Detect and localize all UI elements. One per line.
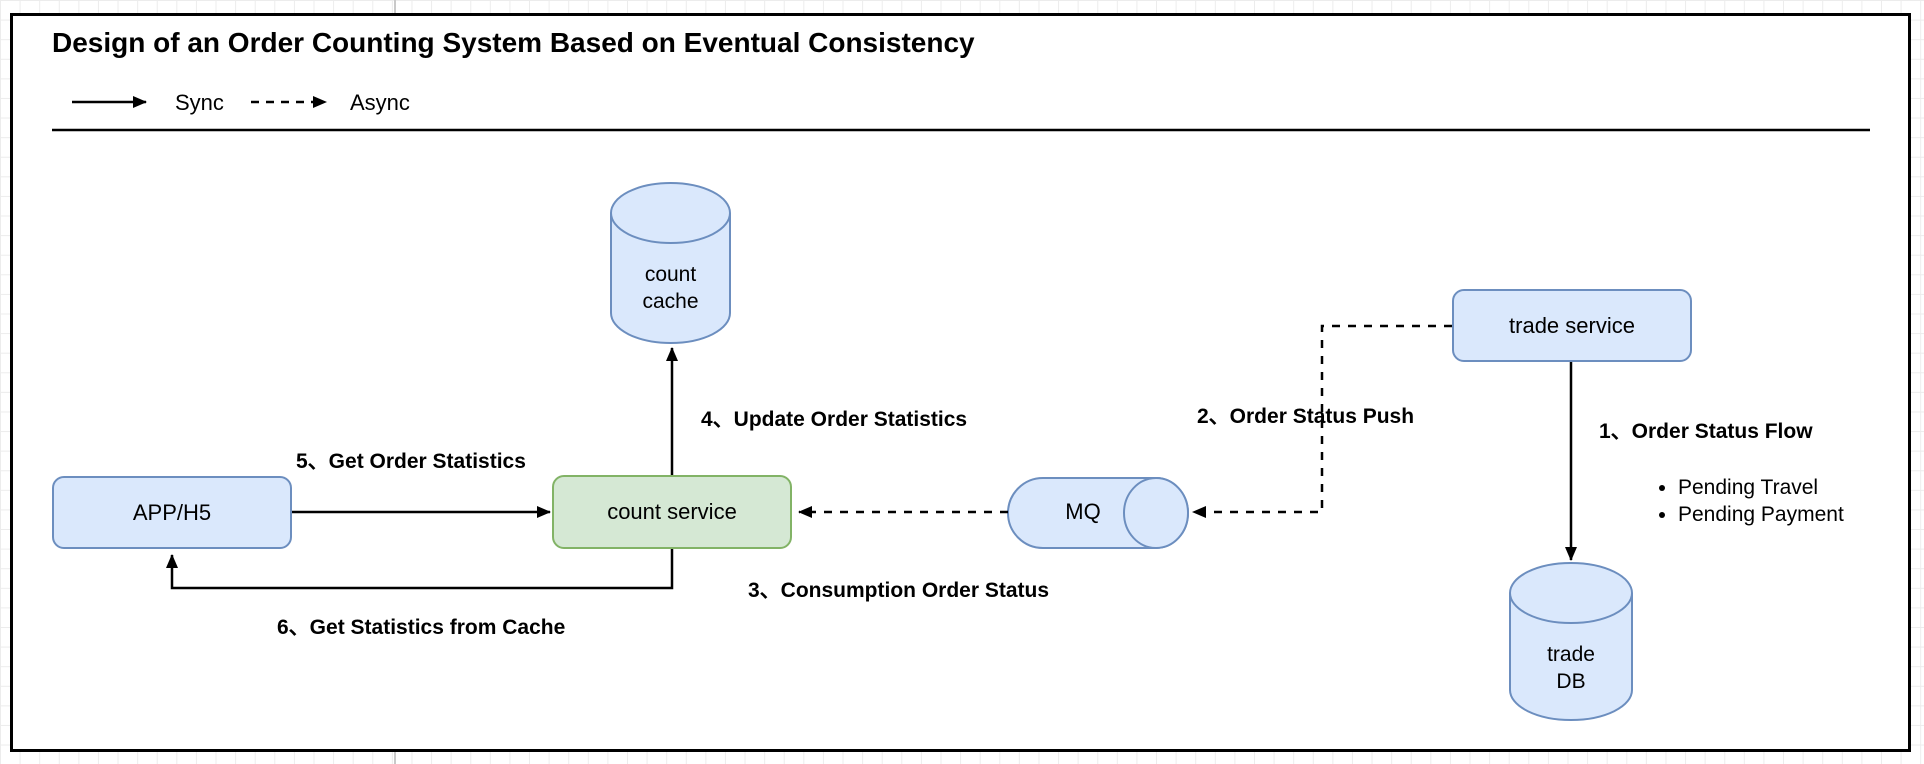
flow-label-step2: 2、Order Status Push [1197, 405, 1415, 428]
legend-async-label: Async [350, 90, 410, 115]
arrow-count-service-to-app [166, 549, 674, 590]
order-status-item: Pending Travel [1678, 474, 1844, 501]
order-status-list: Pending Travel Pending Payment [1656, 474, 1844, 528]
order-status-item: Pending Payment [1678, 501, 1844, 528]
node-trade-db-label: trade DB [1547, 643, 1595, 693]
flow-label-step1: 1、Order Status Flow [1599, 420, 1813, 443]
page-boundary-tick-bottom [394, 751, 396, 764]
flow-label-step4: 4、Update Order Statistics [701, 408, 968, 431]
node-trade-service-label: trade service [1509, 312, 1635, 338]
arrow-trade-service-to-mq [1192, 324, 1452, 518]
node-count-service-label: count service [607, 499, 737, 524]
legend-sync-label: Sync [175, 90, 224, 115]
flow-label-step3: 3、Consumption Order Status [748, 579, 1050, 602]
node-app-h5: APP/H5 [52, 476, 292, 549]
node-count-cache-label: count cache [642, 263, 699, 313]
node-app-h5-label: APP/H5 [132, 499, 212, 525]
mq-cylinder-icon [1007, 477, 1189, 549]
trade-db-cylinder-icon [1509, 562, 1633, 721]
node-trade-service: trade service [1452, 289, 1692, 362]
diagram-title: Design of an Order Counting System Based… [52, 27, 975, 58]
node-mq-label: MQ [1065, 499, 1101, 524]
flow-label-step6: 6、Get Statistics from Cache [277, 616, 566, 639]
page-boundary-tick-top [394, 0, 396, 13]
count-cache-cylinder-icon [610, 182, 731, 344]
node-count-service: count service [552, 475, 792, 549]
flow-label-step5: 5、Get Order Statistics [296, 450, 526, 473]
